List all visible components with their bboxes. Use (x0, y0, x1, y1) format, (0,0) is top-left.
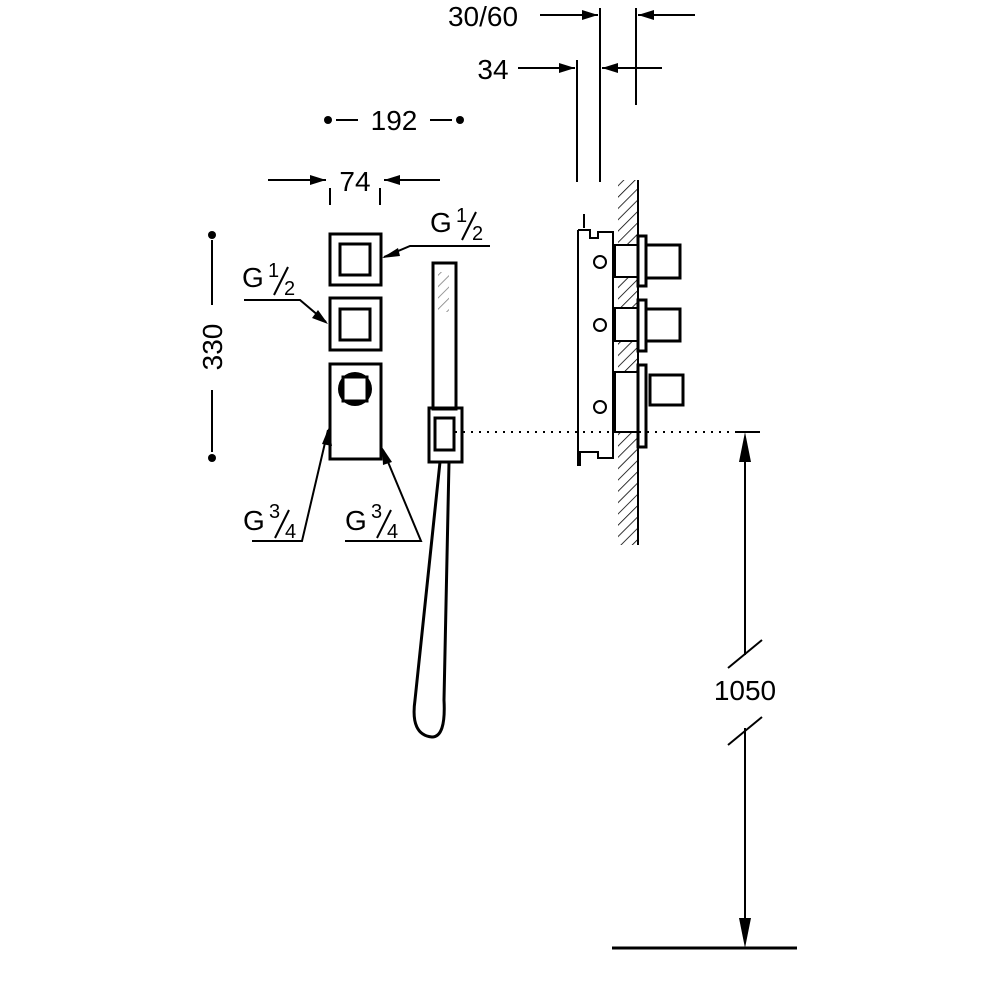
install-height-label: 1050 (714, 675, 776, 706)
svg-text:2: 2 (472, 223, 483, 245)
svg-text:1: 1 (456, 205, 467, 227)
connection-middle-left: G 1 2 (242, 260, 328, 324)
svg-text:G: G (345, 505, 367, 536)
dimension-outlet-spacing: 192 (324, 105, 464, 136)
dimension-install-height: 1050 (612, 431, 797, 950)
dimension-plate-depth: 34 (477, 54, 662, 182)
connection-bottom-right: G 3 4 (345, 447, 423, 543)
side-view (577, 180, 685, 545)
wall-depth-label: 30/60 (448, 1, 518, 32)
svg-text:4: 4 (285, 521, 296, 543)
svg-text:2: 2 (284, 278, 295, 300)
svg-text:4: 4 (387, 521, 398, 543)
svg-text:G: G (242, 262, 264, 293)
svg-text:3: 3 (371, 501, 382, 523)
svg-text:G: G (243, 505, 265, 536)
svg-text:G: G (430, 207, 452, 238)
width-label: 74 (339, 166, 370, 197)
dimension-height: 330 (197, 231, 228, 462)
connection-bottom-left: G 3 4 (243, 427, 332, 543)
plate-depth-label: 34 (477, 54, 508, 85)
svg-text:1: 1 (268, 260, 279, 282)
height-label: 330 (197, 324, 228, 371)
dimension-wall-depth: 30/60 (448, 1, 695, 182)
hand-shower (412, 261, 464, 739)
svg-text:3: 3 (269, 501, 280, 523)
outlet-spacing-label: 192 (371, 105, 418, 136)
connection-top-right: G 1 2 (382, 205, 490, 258)
front-view (328, 232, 383, 461)
dimension-width: 74 (268, 166, 440, 205)
